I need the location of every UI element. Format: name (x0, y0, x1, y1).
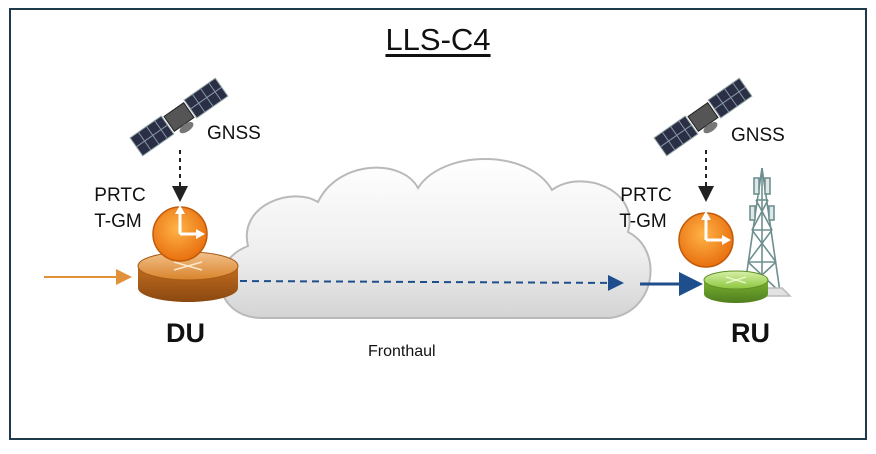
ru-clock-line1: PRTC (620, 185, 672, 206)
du-gnss-label: GNSS (207, 123, 261, 144)
cloud-icon (219, 158, 652, 319)
du-clock-line2: T-GM (94, 211, 142, 232)
clock-icon (152, 205, 208, 262)
ru-gnss-label: GNSS (731, 125, 785, 146)
fronthaul-arrow (239, 274, 624, 291)
du-label: DU (166, 318, 205, 348)
du-clock-line1: PRTC (94, 185, 146, 206)
satellite-icon (129, 77, 229, 157)
fronthaul-label: Fronthaul (368, 343, 436, 360)
router-icon (703, 270, 769, 303)
satellite-icon (653, 77, 753, 157)
clock-icon (678, 211, 734, 268)
ru-label: RU (731, 318, 770, 348)
cell-tower-icon (736, 167, 792, 297)
diagram-title: LLS-C4 (385, 22, 491, 57)
ru-clock-line2: T-GM (619, 211, 667, 232)
router-icon (137, 251, 239, 302)
